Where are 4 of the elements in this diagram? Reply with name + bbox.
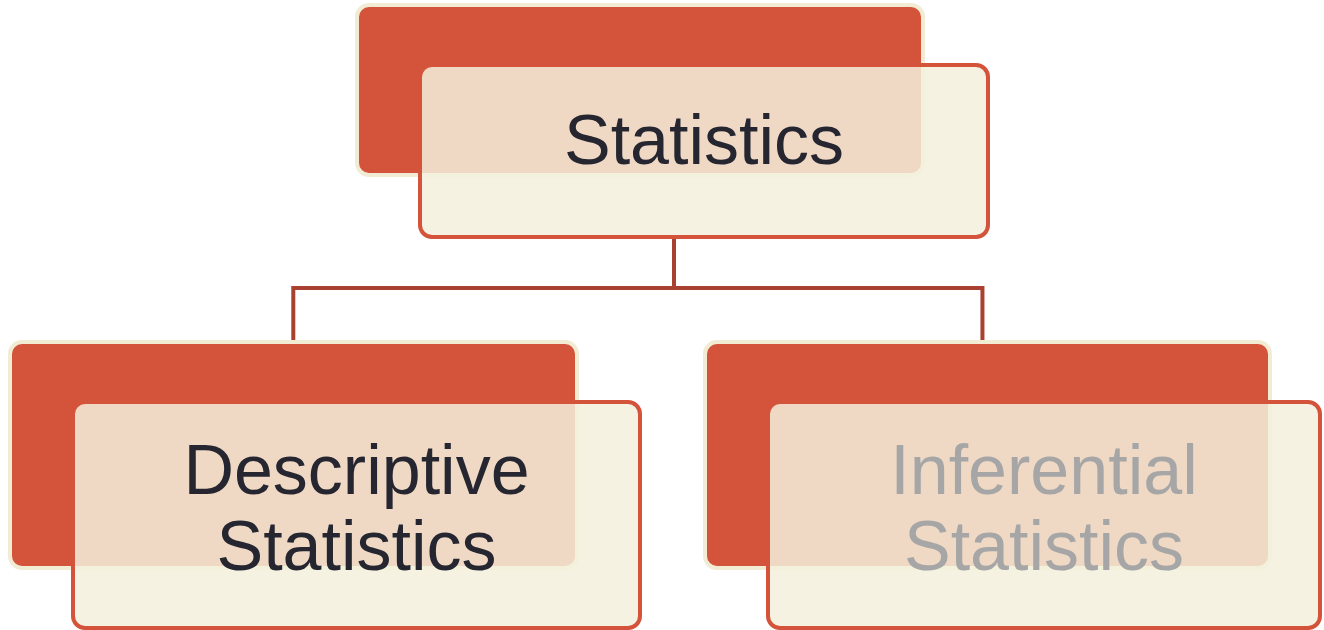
connector-line	[672, 239, 985, 342]
node-label: Statistics	[563, 103, 845, 179]
node-label: Descriptive Statistics	[182, 433, 531, 585]
node-label: Inferential Statistics	[889, 433, 1199, 585]
